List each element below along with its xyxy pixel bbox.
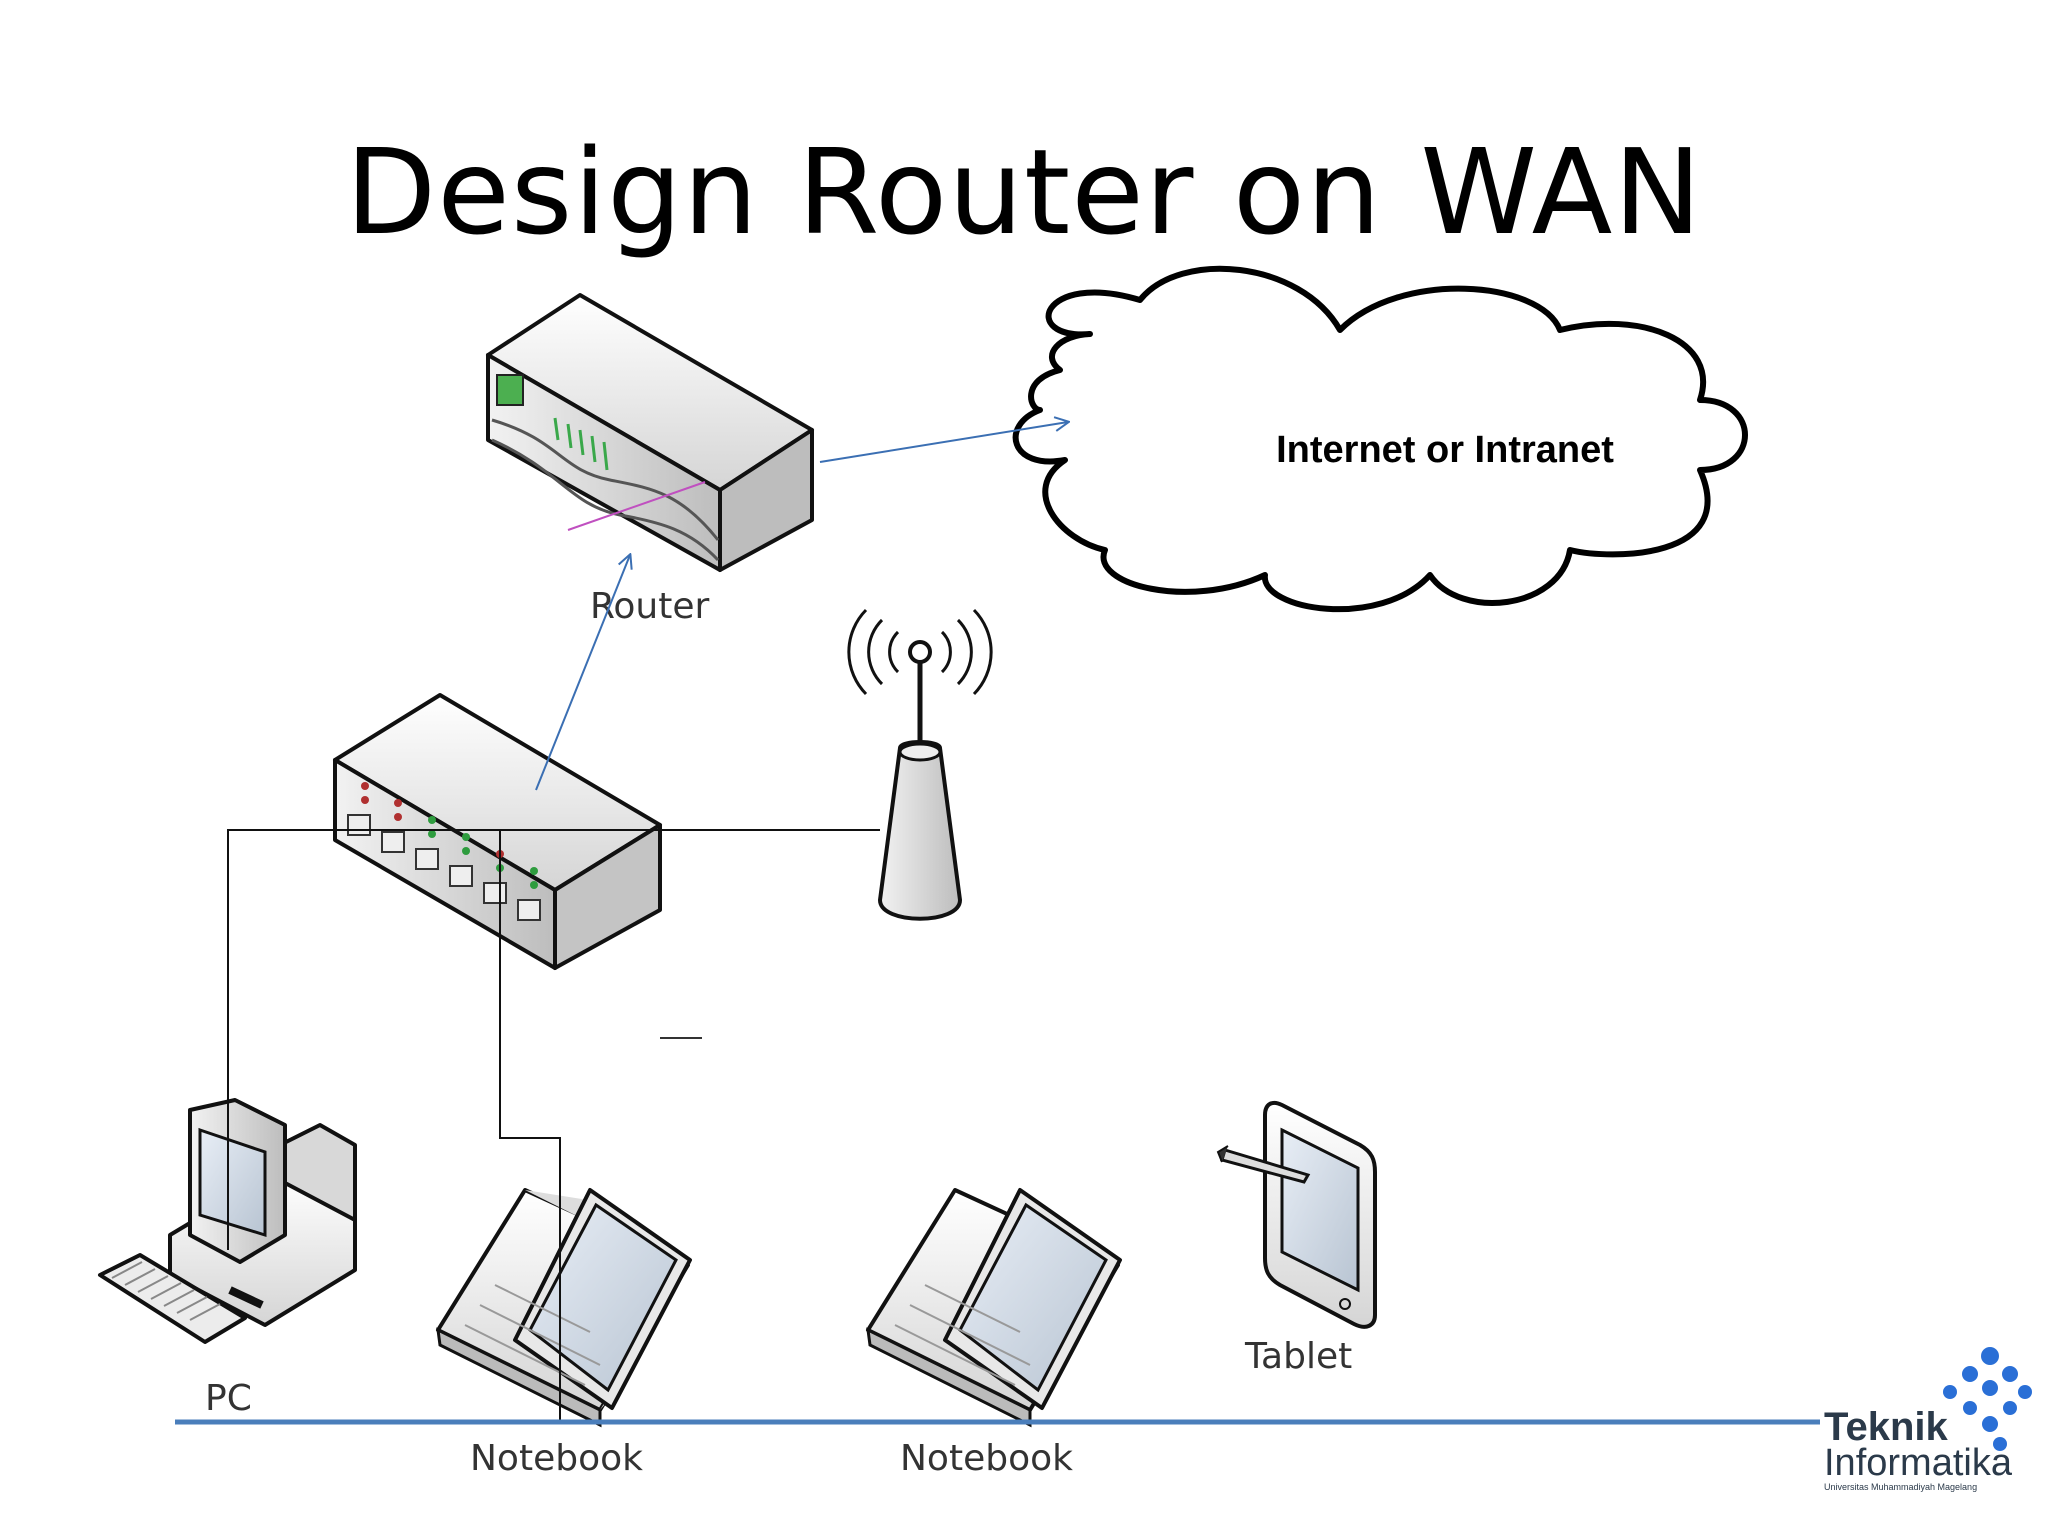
cable-notebook-switch bbox=[499, 830, 561, 1420]
notebook-2-label: Notebook bbox=[900, 1438, 1073, 1479]
link-router-cloud bbox=[819, 422, 1068, 463]
slide-title: Design Router on WAN bbox=[345, 123, 1703, 261]
switch-icon bbox=[333, 693, 662, 970]
tablet-label: Tablet bbox=[1244, 1336, 1352, 1377]
router-label: Router bbox=[590, 586, 710, 627]
pc-label: PC bbox=[205, 1378, 252, 1419]
tablet-icon: Tablet bbox=[1216, 1100, 1377, 1377]
cables bbox=[227, 829, 880, 1420]
pc-icon: PC bbox=[98, 1098, 357, 1419]
teknik-informatika-logo: Teknik Informatika Universitas Muhammadi… bbox=[1824, 1347, 2032, 1492]
logo-line3: Universitas Muhammadiyah Magelang bbox=[1824, 1482, 1977, 1492]
router-icon: Router bbox=[486, 293, 814, 627]
cloud-internet: Internet or Intranet bbox=[1012, 265, 1748, 613]
logo-line2: Informatika bbox=[1824, 1442, 2013, 1484]
link-switch-router bbox=[535, 555, 630, 791]
cable-pc-switch bbox=[227, 829, 880, 1250]
logo-dots-icon bbox=[1943, 1347, 2032, 1451]
notebook-1-icon: Notebook bbox=[436, 1188, 692, 1479]
logo-line1: Teknik bbox=[1824, 1405, 1949, 1449]
notebook-1-label: Notebook bbox=[470, 1438, 643, 1479]
notebook-2-icon: Notebook bbox=[866, 1188, 1122, 1479]
cloud-label: Internet or Intranet bbox=[1276, 429, 1614, 471]
wireless-access-point-icon bbox=[847, 608, 993, 921]
